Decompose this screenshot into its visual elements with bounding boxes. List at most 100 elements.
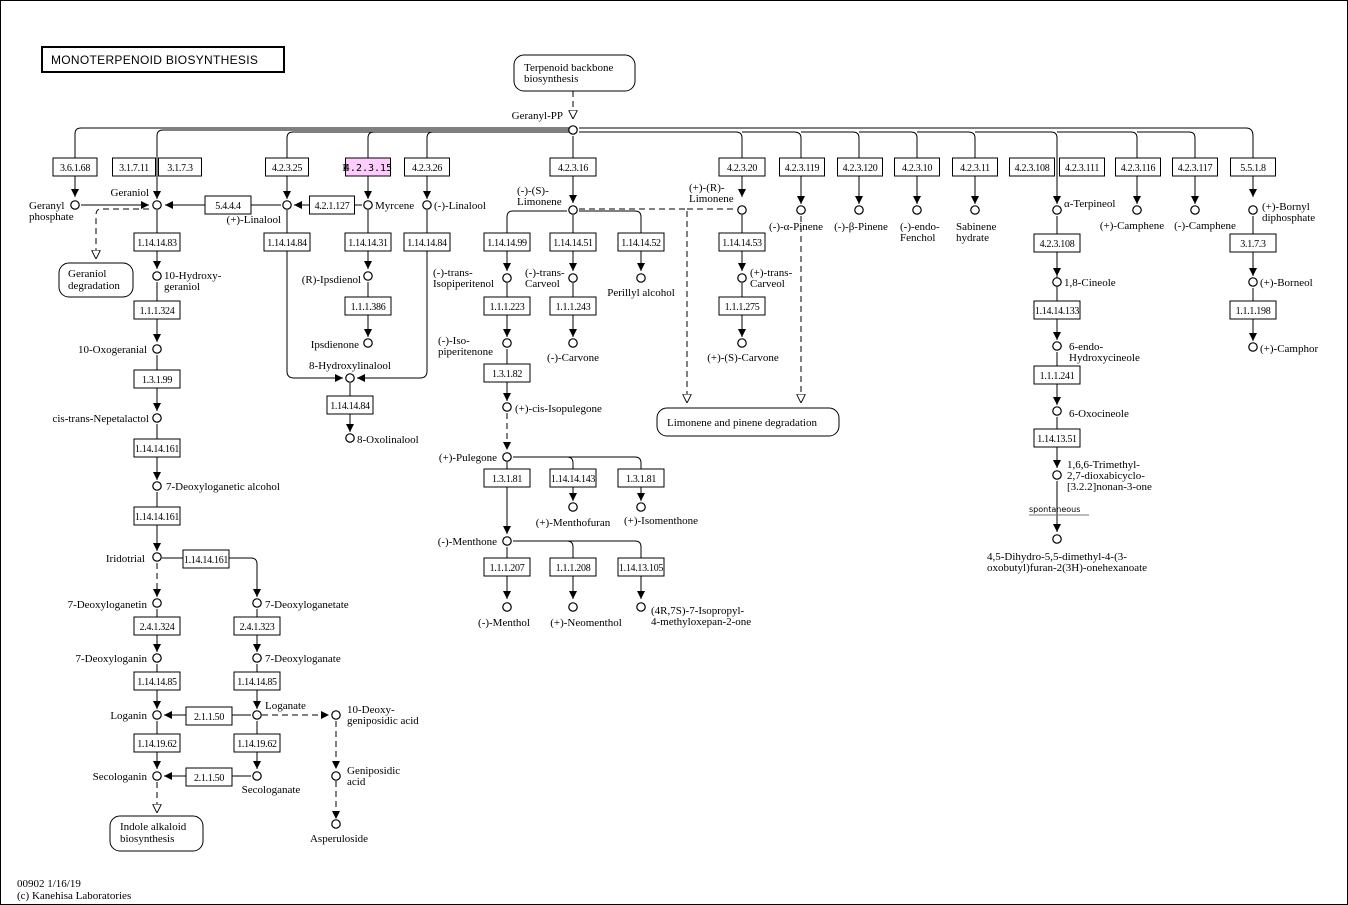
compound-a-pinene[interactable]: (-)-α-Pinene: [769, 205, 823, 233]
compound-node-circle[interactable]: [502, 452, 512, 462]
enzyme-box-e1-14-14-161-b[interactable]: 1.14.14.161: [133, 506, 181, 526]
compound-perillyl-alcohol[interactable]: Perillyl alcohol: [607, 273, 675, 299]
compound-b-pinene[interactable]: (-)-β-Pinene: [834, 205, 888, 233]
enzyme-box-e1-14-14-52[interactable]: 1.14.14.52: [617, 232, 665, 252]
compound-hydroxylinalool[interactable]: 8-Hydroxylinalool: [309, 360, 391, 383]
enzyme-box-e2-4-1-323[interactable]: 2.4.1.323: [233, 616, 281, 636]
compound-node-circle[interactable]: [331, 819, 341, 829]
compound-node-circle[interactable]: [152, 344, 162, 354]
compound-node-circle[interactable]: [331, 710, 341, 720]
compound-node-circle[interactable]: [363, 338, 373, 348]
compound-node-circle[interactable]: [1052, 470, 1062, 480]
compound-borneol[interactable]: (+)-Borneol: [1248, 277, 1313, 289]
compound-node-circle[interactable]: [1052, 205, 1062, 215]
compound-menthol[interactable]: (-)-Menthol: [478, 602, 530, 629]
compound-node-circle[interactable]: [1052, 406, 1062, 416]
compound-loganin[interactable]: Loganin: [110, 710, 162, 722]
enzyme-box-e4-2-3-108[interactable]: 4.2.3.108: [1009, 157, 1055, 177]
compound-node-circle[interactable]: [502, 273, 512, 283]
enzyme-box-e1-1-1-243[interactable]: 1.1.1.243: [549, 296, 597, 316]
compound-node-circle[interactable]: [1248, 342, 1258, 352]
compound-camphor[interactable]: (+)-Camphor: [1248, 342, 1319, 355]
compound-node-circle[interactable]: [568, 338, 578, 348]
compound-menthofuran[interactable]: (+)-Menthofuran: [536, 502, 611, 529]
enzyme-box-e3-1-7-3[interactable]: 3.1.7.3: [158, 157, 202, 177]
compound-node-circle[interactable]: [345, 373, 355, 383]
enzyme-box-e1-3-1-82[interactable]: 1.3.1.82: [483, 363, 531, 383]
compound-s-carvone[interactable]: (+)-(S)-Carvone: [707, 338, 779, 364]
compound-node-circle[interactable]: [1190, 205, 1200, 215]
compound-hydroxycineole[interactable]: 6-endo-Hydroxycineole: [1052, 341, 1140, 364]
compound-node-circle[interactable]: [1052, 277, 1062, 287]
compound-cis-isopulegone[interactable]: (+)-cis-Isopulegone: [502, 402, 602, 415]
enzyme-box-e1-14-14-84-a[interactable]: 1.14.14.84: [263, 232, 311, 252]
enzyme-box-e1-3-1-81-a[interactable]: 1.3.1.81: [483, 468, 531, 488]
compound-isopropyl-oxepanone[interactable]: (4R,7S)-7-Isopropyl-4-methyloxepan-2-one: [636, 602, 752, 628]
compound-node-circle[interactable]: [152, 200, 162, 210]
enzyme-box-e1-14-14-31[interactable]: 1.14.14.31: [344, 232, 392, 252]
compound-dihydro-furanone[interactable]: 4,5-Dihydro-5,5-dimethyl-4-(3-oxobutyl)f…: [987, 534, 1147, 574]
compound-node-circle[interactable]: [152, 413, 162, 423]
compound-camphene-minus[interactable]: (-)-Camphene: [1174, 205, 1236, 232]
compound-hydroxygeraniol[interactable]: 10-Hydroxy-geraniol: [152, 270, 222, 293]
compound-geraniol[interactable]: Geraniol: [111, 187, 162, 210]
compound-deoxygeniposidic[interactable]: 10-Deoxy-geniposidic acid: [331, 704, 419, 727]
enzyme-box-e5-4-4-4[interactable]: 5.4.4.4: [204, 195, 252, 215]
compound-node-circle[interactable]: [502, 402, 512, 412]
compound-node-circle[interactable]: [568, 125, 578, 135]
compound-oxolinalool[interactable]: 8-Oxolinalool: [345, 433, 419, 446]
compound-node-circle[interactable]: [345, 433, 355, 443]
compound-camphene-plus[interactable]: (+)-Camphene: [1100, 205, 1164, 232]
compound-carvone-minus[interactable]: (-)-Carvone: [547, 338, 599, 364]
enzyme-box-e4-2-3-120[interactable]: 4.2.3.120: [837, 157, 883, 177]
enzyme-box-e4-2-3-108-b[interactable]: 4.2.3.108: [1033, 233, 1081, 253]
compound-ipsdienone[interactable]: Ipsdienone: [311, 338, 373, 351]
compound-node-circle[interactable]: [568, 602, 578, 612]
compound-node-circle[interactable]: [796, 205, 806, 215]
compound-node-circle[interactable]: [331, 771, 341, 781]
compound-trans-carveol-minus[interactable]: (-)-trans-Carveol: [525, 267, 578, 290]
enzyme-box-e1-1-1-207[interactable]: 1.1.1.207: [483, 557, 531, 577]
enzyme-box-e4-2-3-10[interactable]: 4.2.3.10: [894, 157, 940, 177]
compound-oxocineole[interactable]: 6-Oxocineole: [1052, 406, 1129, 420]
compound-node-circle[interactable]: [252, 771, 262, 781]
enzyme-box-e1-14-14-99[interactable]: 1.14.14.99: [483, 232, 531, 252]
compound-node-circle[interactable]: [252, 598, 262, 608]
compound-node-circle[interactable]: [737, 338, 747, 348]
compound-menthone[interactable]: (-)-Menthone: [438, 536, 512, 548]
compound-node-circle[interactable]: [854, 205, 864, 215]
compound-node-circle[interactable]: [1248, 277, 1258, 287]
enzyme-box-e1-14-14-84-b[interactable]: 1.14.14.84: [403, 232, 451, 252]
compound-nepetalactol[interactable]: cis-trans-Nepetalactol: [52, 413, 162, 425]
compound-secologanate[interactable]: Secologanate: [242, 771, 301, 796]
compound-node-circle[interactable]: [1132, 205, 1142, 215]
enzyme-box-e1-1-1-198[interactable]: 1.1.1.198: [1229, 300, 1277, 320]
compound-neomenthol[interactable]: (+)-Neomenthol: [550, 602, 622, 629]
enzyme-box-e1-1-1-386[interactable]: 1.1.1.386: [344, 296, 392, 316]
compound-s-limonene[interactable]: (-)-(S)-Limonene: [517, 185, 578, 215]
compound-linalool-minus[interactable]: (-)-Linalool: [422, 200, 486, 212]
compound-deoxyloganin[interactable]: 7-Deoxyloganin: [76, 653, 162, 665]
enzyme-box-e4-2-3-116[interactable]: 4.2.3.116: [1115, 157, 1161, 177]
compound-trimethyl-dioxabicyclo[interactable]: 1,6,6-Trimethyl-2,7-dioxabicyclo-[3.2.2]…: [1052, 459, 1152, 493]
compound-asperuloside[interactable]: Asperuloside: [310, 819, 368, 845]
compound-node-circle[interactable]: [152, 552, 162, 562]
enzyme-box-e4-2-3-119[interactable]: 4.2.3.119: [779, 157, 825, 177]
compound-node-circle[interactable]: [422, 200, 432, 210]
enzyme-box-e1-14-14-133[interactable]: 1.14.14.133: [1033, 300, 1081, 320]
compound-node-circle[interactable]: [152, 710, 162, 720]
enzyme-box-e1-1-1-208[interactable]: 1.1.1.208: [549, 557, 597, 577]
compound-r-limonene[interactable]: (+)-(R)-Limonene: [689, 182, 747, 215]
enzyme-box-e1-14-14-143[interactable]: 1.14.14.143: [549, 468, 597, 488]
enzyme-box-e1-14-14-161-c[interactable]: 1.14.14.161: [182, 549, 230, 569]
compound-node-circle[interactable]: [502, 338, 512, 348]
enzyme-box-e1-14-14-84-c[interactable]: 1.14.14.84: [326, 395, 374, 415]
compound-node-circle[interactable]: [568, 273, 578, 283]
compound-node-circle[interactable]: [252, 653, 262, 663]
enzyme-box-e2-1-1-50-a[interactable]: 2.1.1.50: [185, 706, 233, 726]
map-link-geraniol-degradation[interactable]: Geraniol degradation: [58, 262, 134, 298]
enzyme-box-e2-4-1-324[interactable]: 2.4.1.324: [133, 616, 181, 636]
